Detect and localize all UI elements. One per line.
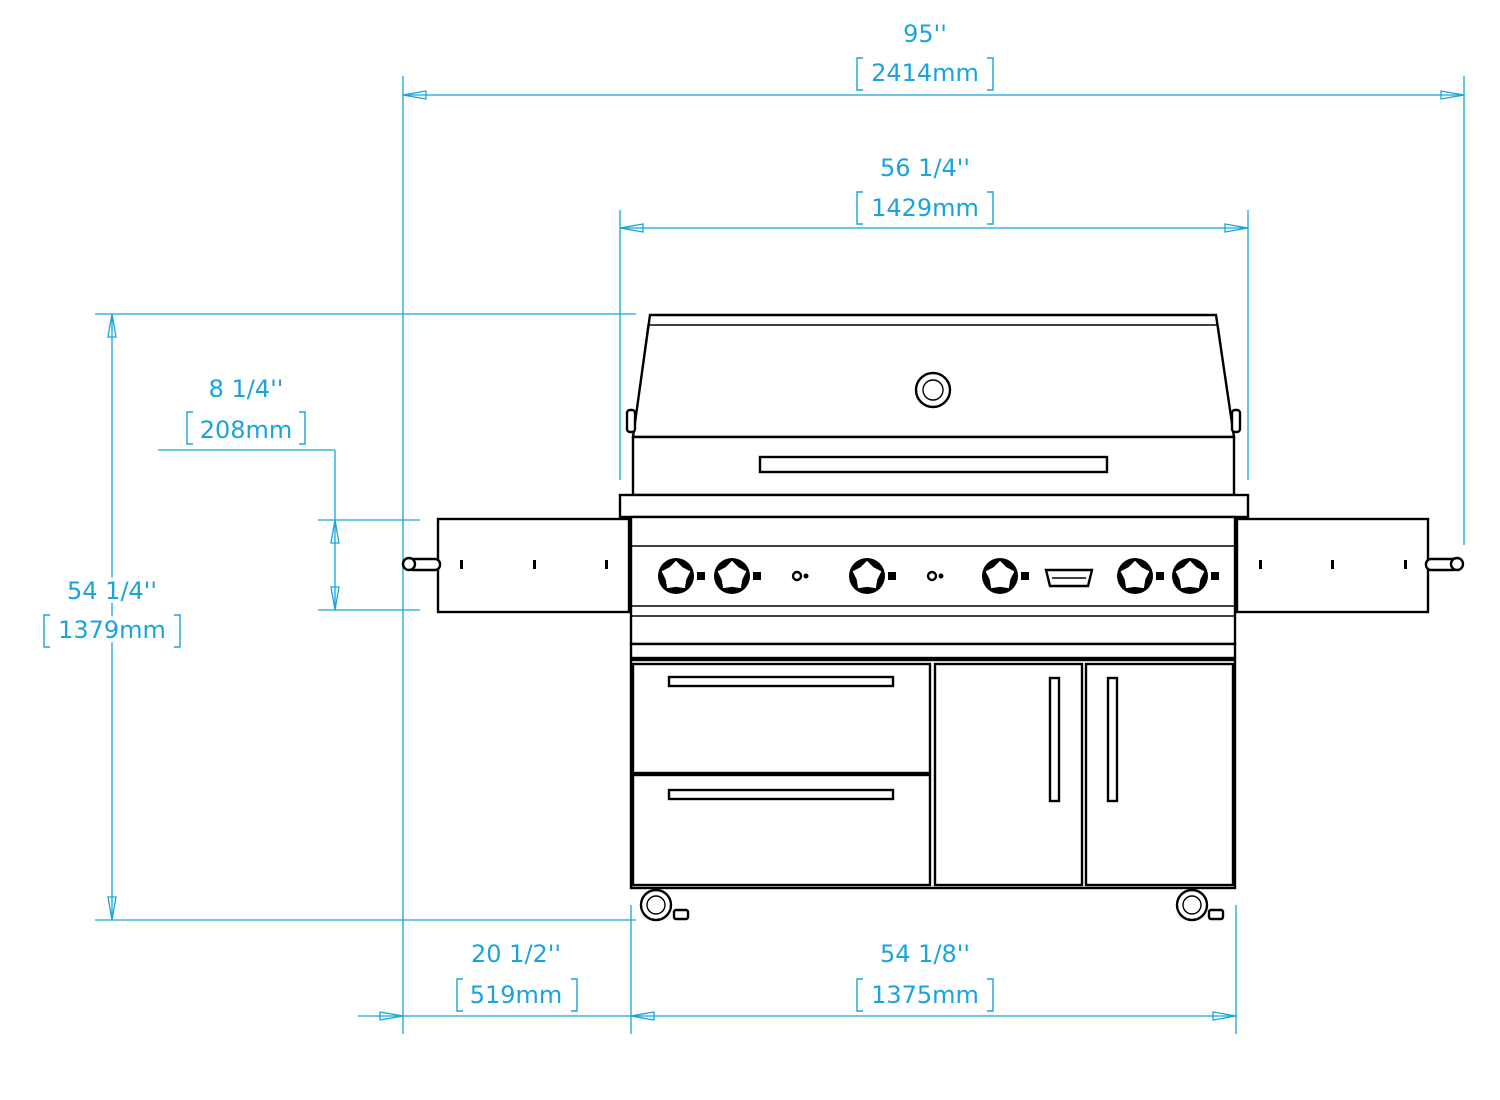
igniter-button-2 xyxy=(926,570,944,582)
drawer-bottom xyxy=(631,773,932,887)
left-towel-bar xyxy=(401,556,442,572)
burner-knob-3 xyxy=(849,558,896,594)
grill-hood xyxy=(625,313,1242,497)
knob-indicator xyxy=(1211,572,1219,580)
right-side-shelf xyxy=(1235,517,1465,614)
drawer-top xyxy=(631,662,932,775)
shelf-height-metric: 208mm xyxy=(200,416,293,444)
burner-knob-5 xyxy=(1117,558,1164,594)
shelf-width-metric: 519mm xyxy=(470,981,563,1009)
burner-knobs xyxy=(658,558,1219,594)
burner-knob-6 xyxy=(1172,558,1219,594)
knob-indicator xyxy=(697,572,705,580)
burner-knob-2 xyxy=(714,558,761,594)
dim-side-shelf-height: 8 1/4'' 208mm xyxy=(158,375,420,611)
thermometer-icon xyxy=(914,371,952,409)
overall-width-metric: 2414mm xyxy=(871,59,979,87)
caster-left xyxy=(639,888,690,922)
hood-width-metric: 1429mm xyxy=(871,194,979,222)
knob-indicator xyxy=(1156,572,1164,580)
dim-overall-width: 95'' 2414mm xyxy=(402,20,1465,1034)
caster-right xyxy=(1175,888,1225,922)
door-left xyxy=(933,662,1084,887)
door-right xyxy=(1084,662,1235,887)
grill-rim xyxy=(618,493,1250,519)
dim-overall-height: 54 1/4'' 1379mm xyxy=(43,313,636,921)
right-towel-bar xyxy=(1424,556,1465,572)
shelf-height-imperial: 8 1/4'' xyxy=(209,375,284,403)
burner-knob-1 xyxy=(658,558,705,594)
hood-width-imperial: 56 1/4'' xyxy=(880,154,970,182)
overall-height-metric: 1379mm xyxy=(58,616,166,644)
cart-width-metric: 1375mm xyxy=(871,981,979,1009)
cart-cabinet xyxy=(629,658,1237,890)
control-panel xyxy=(629,515,1237,660)
dim-side-shelf-width: 20 1/2'' 519mm xyxy=(358,905,632,1034)
igniter-button-1 xyxy=(791,570,809,582)
dim-cart-width: 54 1/8'' 1375mm xyxy=(630,905,1237,1034)
burner-knob-4 xyxy=(982,558,1029,594)
shelf-width-imperial: 20 1/2'' xyxy=(471,940,561,968)
overall-height-imperial: 54 1/4'' xyxy=(67,577,157,605)
dimension-annotations: 95'' 2414mm 56 1/4'' 1429mm 8 1/4'' xyxy=(43,20,1465,1034)
cart-width-imperial: 54 1/8'' xyxy=(880,940,970,968)
knob-indicator xyxy=(888,572,896,580)
knob-indicator xyxy=(753,572,761,580)
left-side-shelf xyxy=(401,517,631,614)
overall-width-imperial: 95'' xyxy=(903,20,947,48)
grill-drawing xyxy=(401,313,1465,922)
brand-badge-logo xyxy=(1044,568,1094,588)
dim-hood-width: 56 1/4'' 1429mm xyxy=(619,154,1249,480)
knob-indicator xyxy=(1021,572,1029,580)
